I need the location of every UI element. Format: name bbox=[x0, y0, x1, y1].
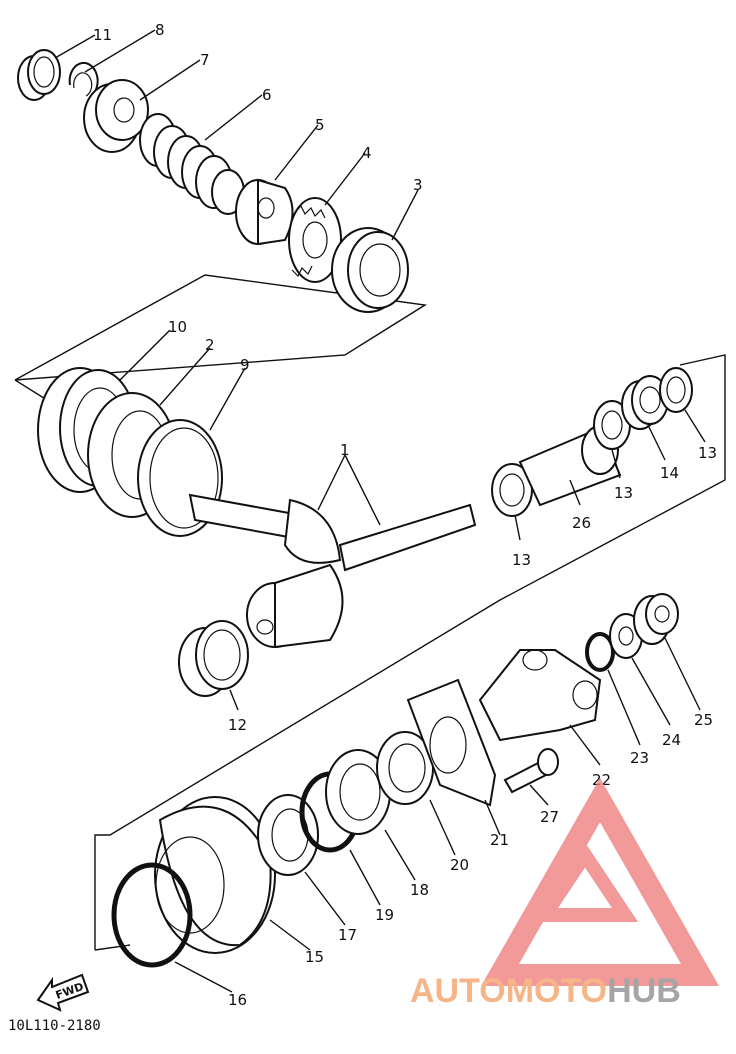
callout-17: 17 bbox=[338, 926, 357, 944]
callout-13-mid: 13 bbox=[614, 484, 633, 502]
part-23-circlip bbox=[585, 632, 615, 672]
callout-19: 19 bbox=[375, 906, 394, 924]
callout-27: 27 bbox=[540, 808, 559, 826]
watermark: AUTOMOTOHUB bbox=[410, 777, 719, 1010]
lower-housing-assembly bbox=[111, 593, 679, 968]
callout-2: 2 bbox=[205, 336, 215, 354]
part-25-nut bbox=[633, 593, 679, 645]
part-16-o-ring bbox=[111, 862, 193, 968]
upper-shaft-assembly bbox=[17, 49, 409, 313]
callout-14: 14 bbox=[660, 464, 679, 482]
drawing-code: 10L110-2180 bbox=[8, 1018, 101, 1034]
fwd-arrow: FWD bbox=[36, 973, 90, 1012]
callout-23: 23 bbox=[630, 749, 649, 767]
callout-13-right: 13 bbox=[698, 444, 717, 462]
part-11-needle-bearing bbox=[17, 49, 61, 101]
callout-4: 4 bbox=[362, 144, 372, 162]
callout-16: 16 bbox=[228, 991, 247, 1009]
part-4-clutch-gear bbox=[288, 197, 342, 283]
callout-25: 25 bbox=[694, 711, 713, 729]
callout-1: 1 bbox=[340, 441, 350, 459]
watermark-logo bbox=[481, 777, 719, 986]
watermark-moto: MOTO bbox=[506, 972, 607, 1010]
part-12-needle-bearing bbox=[178, 620, 249, 697]
part-21-flange-plate bbox=[406, 678, 497, 807]
part-1-pinion-shaft bbox=[188, 493, 477, 649]
callout-8: 8 bbox=[155, 21, 165, 39]
watermark-auto: AUTO bbox=[410, 972, 506, 1010]
part-7-collar bbox=[83, 79, 149, 153]
callout-3: 3 bbox=[413, 176, 423, 194]
watermark-text: AUTOMOTOHUB bbox=[410, 972, 681, 1010]
callout-18: 18 bbox=[410, 881, 429, 899]
part-3-ring-nut bbox=[331, 227, 409, 313]
part-13-washer-c bbox=[659, 367, 693, 413]
leader-lines bbox=[54, 29, 706, 993]
middle-gear-assembly bbox=[37, 367, 693, 697]
part-22-yoke bbox=[478, 649, 602, 742]
watermark-hub: HUB bbox=[607, 972, 681, 1010]
callout-13-left: 13 bbox=[512, 551, 531, 569]
callout-6: 6 bbox=[262, 86, 272, 104]
callout-26: 26 bbox=[572, 514, 591, 532]
callout-11: 11 bbox=[93, 26, 112, 44]
part-13-washer-a bbox=[491, 463, 533, 517]
callout-21: 21 bbox=[490, 831, 509, 849]
callout-10: 10 bbox=[168, 318, 187, 336]
callout-15: 15 bbox=[305, 948, 324, 966]
callout-7: 7 bbox=[200, 51, 210, 69]
callout-12: 12 bbox=[228, 716, 247, 734]
part-5-cam bbox=[235, 178, 294, 246]
part-6-spring bbox=[139, 113, 245, 215]
part-27-bolt bbox=[503, 748, 559, 794]
callout-labels: 11 8 7 6 5 4 3 10 2 9 1 13 14 13 26 13 1… bbox=[93, 21, 717, 1009]
callout-5: 5 bbox=[315, 116, 325, 134]
part-14-bearing bbox=[621, 375, 669, 430]
callout-20: 20 bbox=[450, 856, 469, 874]
callout-24: 24 bbox=[662, 731, 681, 749]
callout-9: 9 bbox=[240, 356, 250, 374]
